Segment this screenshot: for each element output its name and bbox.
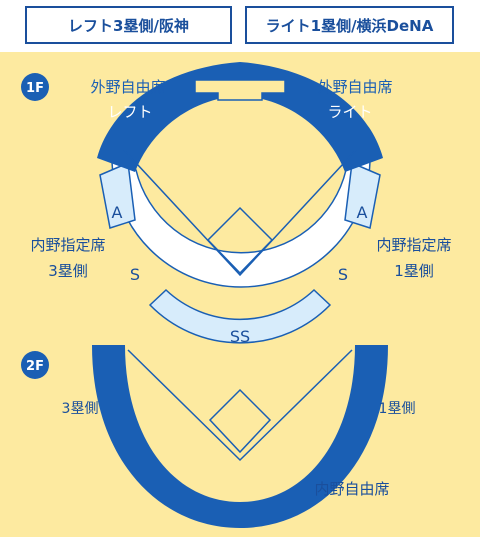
floor2-infield-free-seats[interactable] [92,345,388,528]
outfield-free-seats[interactable] [97,62,383,172]
infield-left-label-1: 内野指定席 [30,236,105,254]
tab-left-third-base-hanshin[interactable]: レフト3塁側/阪神 [25,6,232,44]
floor1-infield-diamond [206,206,274,275]
infield-left-label-2: 3塁側 [48,262,88,280]
seat-ss-section[interactable] [148,288,332,344]
floor1-badge [21,73,49,101]
scoreboard [194,79,286,101]
floor2-infield-diamond [208,388,272,454]
floor2-left-label: 3塁側 [62,401,99,417]
floor2-right-label: 1塁側 [379,401,416,417]
seat-ss-label: SS [230,327,250,346]
floor2-badge-label: 2F [26,359,44,374]
floor2-bottom-label: 内野自由席 [314,480,389,498]
outfield-right-label-2: ライト [327,103,372,121]
outfield-left-label-1: 外野自由席 [90,78,165,96]
outfield-right-label-1: 外野自由席 [317,78,392,96]
seat-a-left-section[interactable] [99,161,136,229]
seat-a-left-label: A [112,203,123,222]
infield-right-label-2: 1塁側 [394,262,434,280]
infield-right-label-1: 内野指定席 [376,236,451,254]
tab-right-first-base-dena[interactable]: ライト1塁側/横浜DeNA [245,6,454,44]
floor2-badge [21,351,49,379]
floor1-foul-lines [123,149,357,277]
floor2-foul-lines [127,349,353,462]
floor1-badge-label: 1F [26,81,44,96]
seat-a-right-section[interactable] [344,161,381,229]
outfield-left-label-2: レフト [107,103,152,121]
seat-a-right-label: A [357,203,368,222]
seat-s-left-label: S [130,265,140,284]
seat-s-right-label: S [338,265,348,284]
